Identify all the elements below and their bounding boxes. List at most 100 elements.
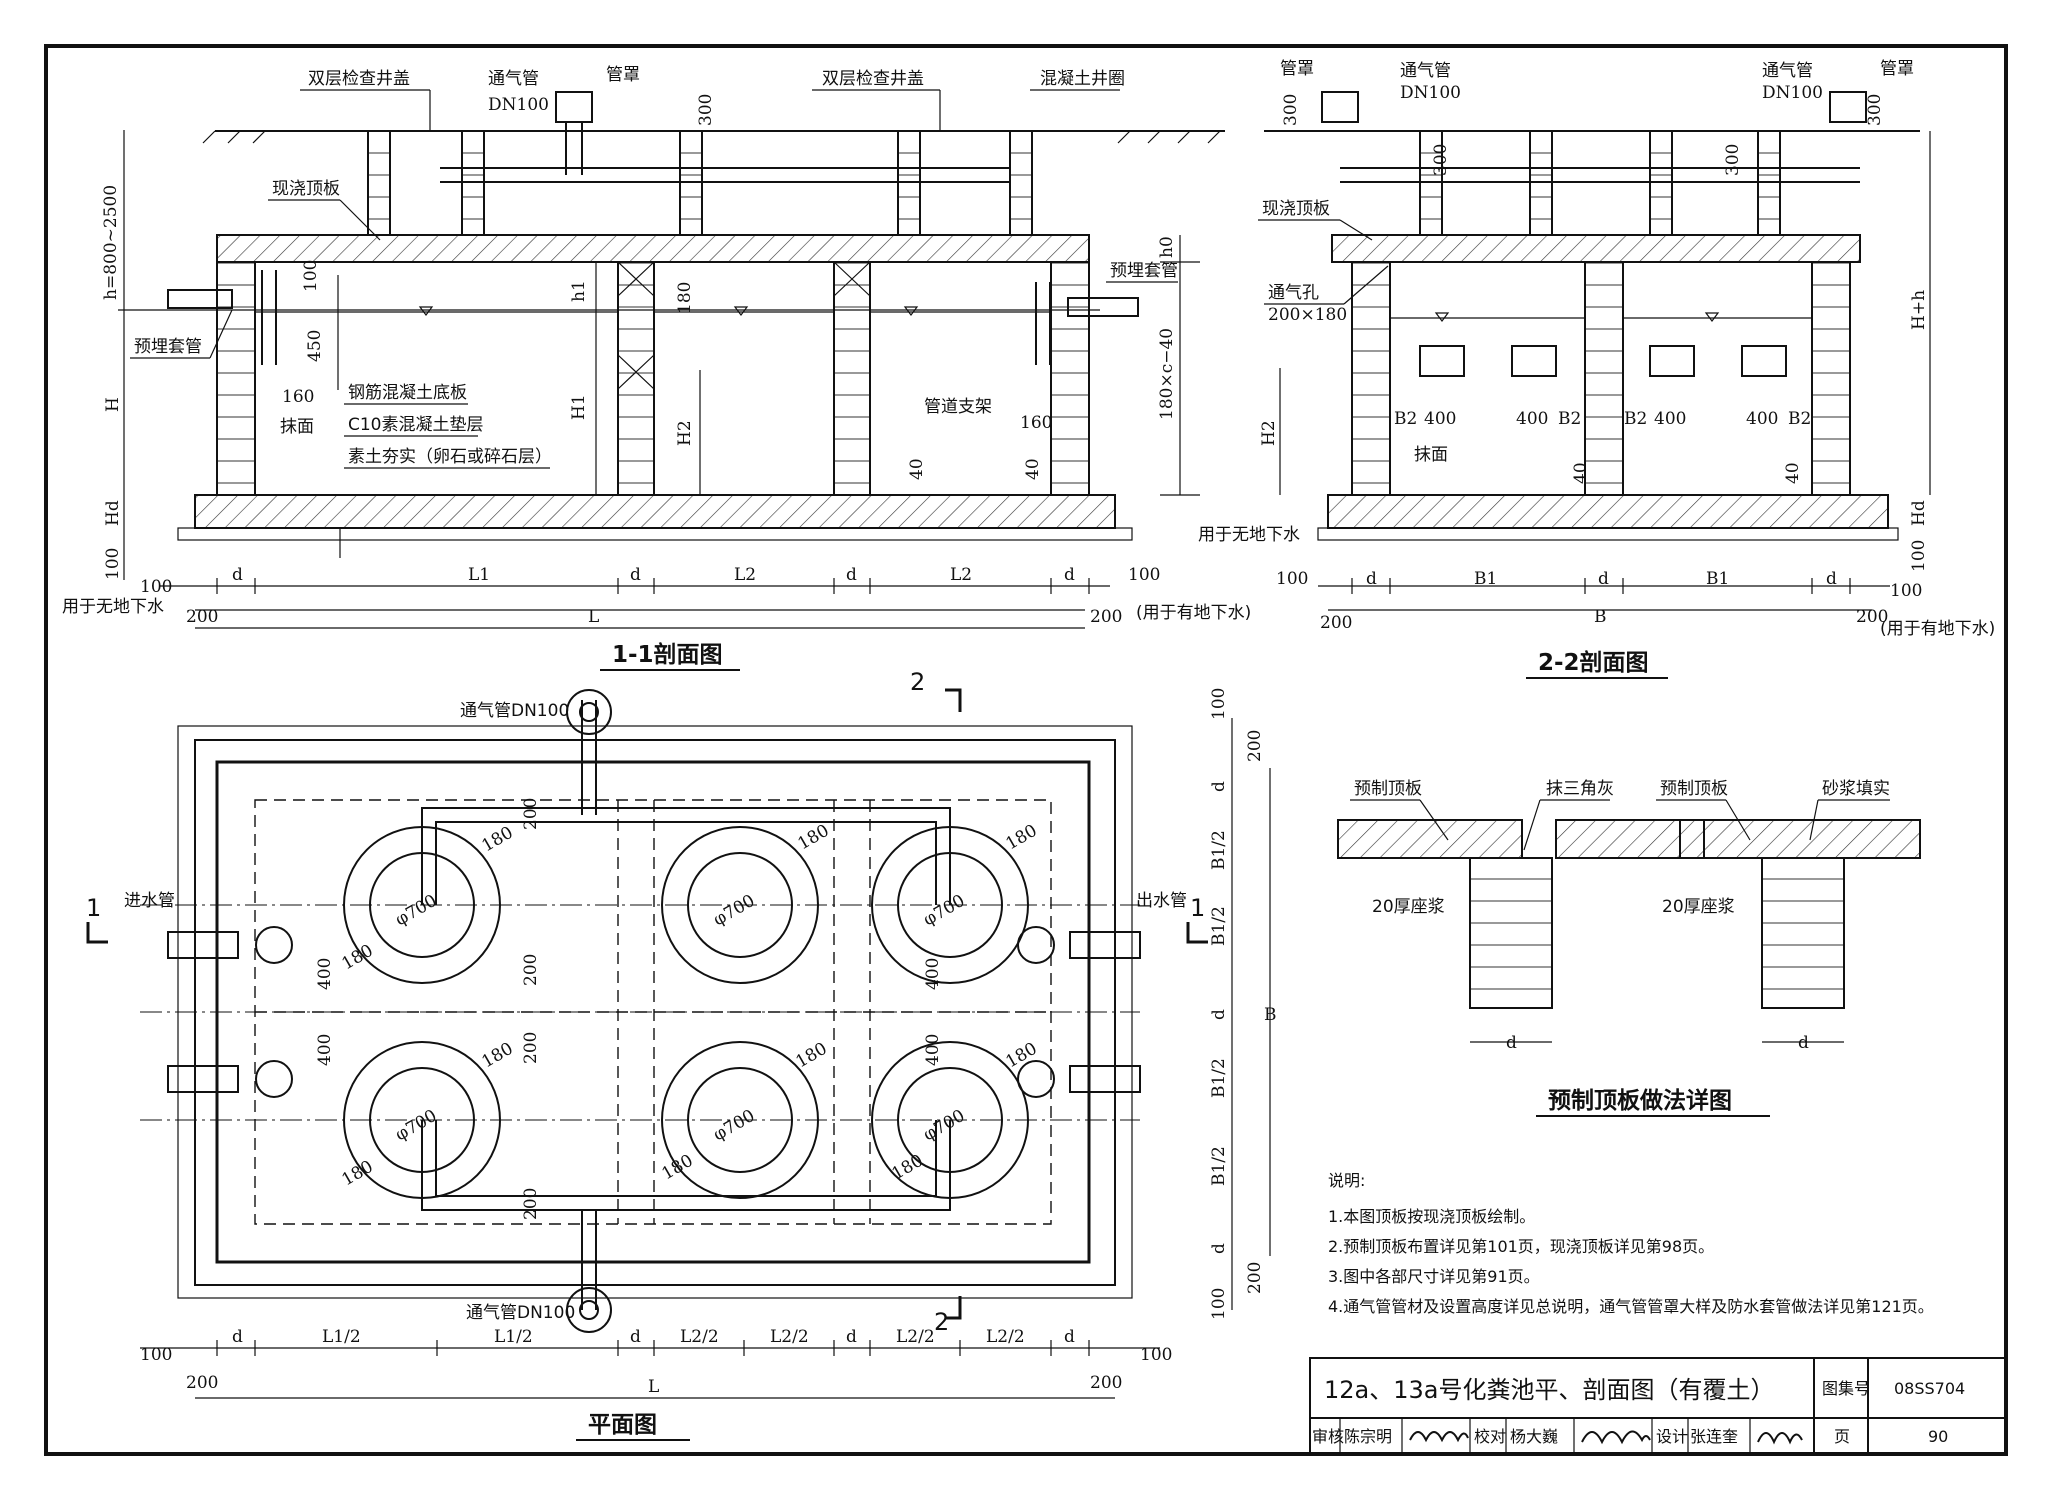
title-section-1-1: 1-1剖面图: [612, 641, 723, 668]
label-ring: 混凝土井圈: [1040, 69, 1125, 89]
label-22-B1a: B1: [1474, 569, 1497, 589]
label-vent-pipe: 通气管: [488, 69, 539, 89]
label-plan-d-4: d: [1064, 1327, 1075, 1347]
note-4: 4.通气管管材及设置高度详见总说明，通气管管罩大样及防水套管做法详见第121页。: [1328, 1297, 1934, 1316]
label-22-B2c: B2: [1624, 409, 1647, 429]
label-plan-100-top: 100: [1209, 688, 1229, 720]
label-plan-B: B: [1264, 1005, 1277, 1025]
label-22-w400d: 400: [1746, 409, 1778, 429]
label-hood: 管罩: [606, 65, 640, 85]
precast-detail: 预制顶板 抹三角灰 20厚座浆 预制顶板 砂浆填实 20厚座浆 d d 预制顶板…: [1337, 779, 1921, 1117]
label-n200-left: 200: [186, 607, 218, 627]
label-n200-right: 200: [1090, 607, 1122, 627]
label-plan-d-c: d: [1209, 1243, 1229, 1254]
label-d-a: d: [232, 565, 243, 585]
label-180-e: 180: [479, 1039, 517, 1073]
label-22-n100-right: 100: [1890, 581, 1922, 601]
notes: 说明: 1.本图顶板按现浇顶板绘制。 2.预制顶板布置详见第101页，现浇顶板详…: [1328, 1171, 1934, 1316]
label-22-gw: (用于有地下水): [1880, 619, 1995, 639]
label-22-B2b: B2: [1558, 409, 1581, 429]
label-400-b: 400: [315, 1034, 335, 1066]
label-plan-100-left: 100: [140, 1345, 172, 1365]
manhole-bl: [343, 1041, 501, 1199]
label-d40b: 40: [1023, 458, 1043, 480]
label-22-dn: DN100: [1400, 83, 1461, 103]
manhole-bm: [661, 1041, 819, 1199]
label-d300: 300: [696, 94, 716, 126]
label-180-j: 180: [889, 1151, 927, 1185]
label-22-d-c: d: [1826, 569, 1837, 589]
label-phi-bm: φ700: [710, 1106, 758, 1146]
label-no-gw-11: 用于无地下水: [62, 597, 164, 617]
label-sec1-top: 1: [86, 894, 101, 922]
label-180-a: 180: [479, 823, 517, 857]
page-label: 页: [1834, 1427, 1850, 1446]
label-22-n200-right: 200: [1856, 607, 1888, 627]
section-1-1: 双层检查井盖 通气管 DN100 管罩 300 双层检查井盖 混凝土井圈 现浇顶…: [62, 65, 1251, 671]
manhole-tm: [661, 826, 819, 984]
label-200-b: 200: [521, 954, 541, 986]
label-plan-L12-b: L1/2: [494, 1327, 533, 1347]
label-plan-L12-a: L1/2: [322, 1327, 361, 1347]
label-tri: 抹三角灰: [1546, 779, 1614, 799]
label-plan-B12-b: B1/2: [1209, 906, 1229, 946]
label-plaster-11: 抹面: [280, 417, 314, 437]
label-plan-L: L: [648, 1377, 659, 1397]
label-plan-L22-a: L2/2: [680, 1327, 719, 1347]
label-plan-B12-c: B1/2: [1209, 1058, 1229, 1098]
label-22-H2: H2: [1259, 420, 1279, 446]
label-180-d: 180: [1003, 821, 1041, 855]
label-plan-vent-bottom: 通气管DN100: [466, 1303, 575, 1323]
label-plan-d-b: d: [1209, 1009, 1229, 1020]
title-main: 12a、13a号化粪池平、剖面图（有覆土）: [1324, 1376, 1775, 1404]
label-400-a: 400: [315, 958, 335, 990]
label-22-w400c: 400: [1654, 409, 1686, 429]
atlas-label: 图集号: [1822, 1379, 1870, 1398]
label-cast-slab: 现浇顶板: [272, 179, 340, 199]
check-label: 校对: [1474, 1427, 1506, 1446]
label-rc-base: 钢筋混凝土底板: [348, 383, 467, 403]
title-detail: 预制顶板做法详图: [1548, 1087, 1732, 1114]
label-vent-dn: DN100: [488, 95, 549, 115]
label-22-w400a: 400: [1424, 409, 1456, 429]
label-phi-bl: φ700: [392, 1106, 440, 1146]
label-c40: 180×c−40: [1157, 328, 1177, 420]
label-22-B1b: B1: [1706, 569, 1729, 589]
label-plan-vent-top: 通气管DN100: [460, 701, 569, 721]
label-bed-a: 20厚座浆: [1372, 897, 1445, 917]
label-22-n100v: 100: [1909, 540, 1929, 572]
design-label: 设计: [1656, 1427, 1688, 1446]
label-d180: 180: [675, 282, 695, 314]
label-plan-B12-a: B1/2: [1209, 830, 1229, 870]
notes-head: 说明:: [1328, 1171, 1365, 1190]
label-22-B2a: B2: [1394, 409, 1417, 429]
label-phi-tr: φ700: [920, 891, 968, 931]
signature-check: [1581, 1430, 1651, 1445]
label-n100-left: 100: [140, 577, 172, 597]
label-400-d: 400: [923, 1034, 943, 1066]
label-plan-B12-d: B1/2: [1209, 1146, 1229, 1186]
label-support: 管道支架: [924, 397, 992, 417]
label-h1: h1: [569, 280, 589, 302]
label-400-c: 400: [923, 958, 943, 990]
label-22-dn2: DN100: [1762, 83, 1823, 103]
label-sleeve-left: 预埋套管: [134, 337, 202, 357]
label-sec1-right: 1: [1190, 894, 1205, 922]
label-plan-L22-b: L2/2: [770, 1327, 809, 1347]
label-soil: 素土夯实（卵石或碎石层）: [348, 447, 552, 467]
wall-right-11: [1050, 261, 1090, 496]
label-plan-outlet: 出水管: [1136, 891, 1187, 911]
manhole-br: [871, 1041, 1029, 1199]
manhole-tl: [343, 826, 501, 984]
label-plan-200-top: 200: [1245, 730, 1265, 762]
top-slab-11: [216, 234, 1090, 263]
label-d-d: d: [1064, 565, 1075, 585]
label-mortar: 砂浆填实: [1822, 779, 1890, 799]
label-L2b: L2: [950, 565, 972, 585]
label-200-d: 200: [521, 1188, 541, 1220]
label-22-Hh: H+h: [1909, 290, 1929, 330]
label-180-g: 180: [659, 1151, 697, 1185]
label-plan-100-right: 100: [1140, 1345, 1172, 1365]
label-22-vent-hole: 通气孔: [1268, 283, 1319, 303]
